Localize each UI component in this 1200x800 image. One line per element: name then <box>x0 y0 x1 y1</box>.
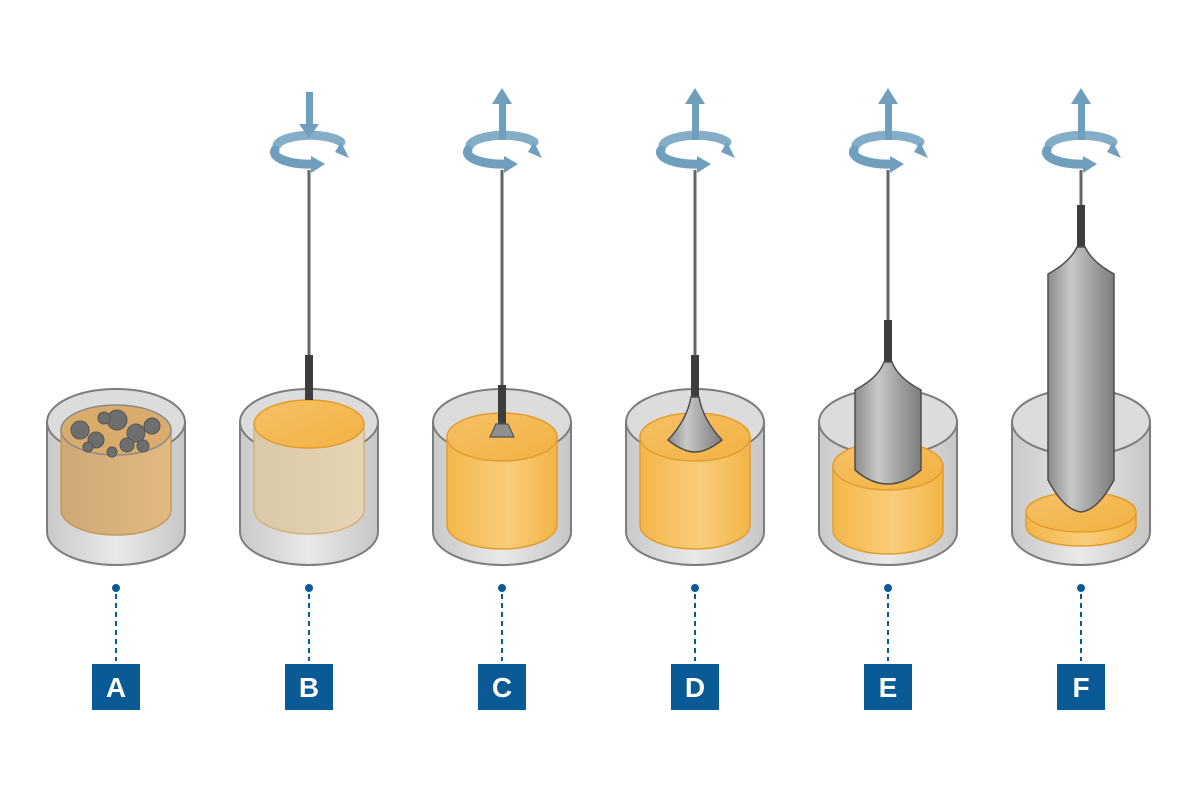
stage-connector <box>305 584 313 661</box>
stage-label-text: A <box>106 672 126 703</box>
seed-rod <box>305 170 313 400</box>
stage-label-text: C <box>492 672 512 703</box>
stage-connector <box>691 584 699 661</box>
stage-connector <box>112 584 120 661</box>
charge-chunks <box>70 409 161 458</box>
stage-label-text: E <box>879 672 898 703</box>
connectors <box>112 584 1085 661</box>
stage-label-e: E <box>864 664 912 710</box>
stage-c <box>432 170 572 566</box>
seed-rod <box>489 170 515 438</box>
rotation-down-arrow-icon <box>270 92 349 173</box>
stage-e <box>818 170 958 566</box>
stage-connector <box>1077 584 1085 661</box>
crystal-shoulder <box>666 170 724 453</box>
stage-labels: A B C D E F <box>92 664 1105 710</box>
stage-label-c: C <box>478 664 526 710</box>
crystal-body <box>854 170 922 485</box>
rotation-arrows <box>270 88 1121 173</box>
stage-label-text: F <box>1072 672 1089 703</box>
melt <box>253 399 365 535</box>
stage-f <box>1011 170 1151 566</box>
stage-a <box>46 388 186 566</box>
solid-charge <box>60 404 172 536</box>
crystal-ingot <box>1047 170 1115 513</box>
stage-label-b: B <box>285 664 333 710</box>
stage-label-d: D <box>671 664 719 710</box>
rotation-up-arrow-icon <box>463 88 542 173</box>
stage-label-a: A <box>92 664 140 710</box>
stage-label-f: F <box>1057 664 1105 710</box>
stage-connector <box>884 584 892 661</box>
stage-label-text: D <box>685 672 705 703</box>
rotation-up-arrow-icon <box>656 88 735 173</box>
rotation-up-arrow-icon <box>849 88 928 173</box>
stage-label-text: B <box>299 672 319 703</box>
stage-b <box>239 170 379 566</box>
stage-d <box>625 170 765 566</box>
rotation-up-arrow-icon <box>1042 88 1121 173</box>
stage-connector <box>498 584 506 661</box>
